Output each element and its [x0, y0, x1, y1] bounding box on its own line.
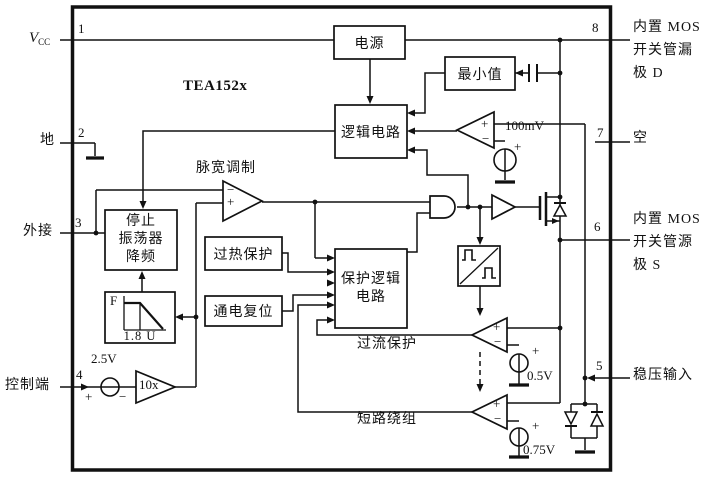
- freq-curve-graph: [123, 296, 166, 331]
- pulse-icon: [482, 267, 496, 279]
- pin2-label: 地: [40, 133, 55, 148]
- protection-logic-box: [334, 248, 408, 329]
- power-on-reset-label: 通电复位: [213, 305, 274, 320]
- arrowheads: [81, 69, 595, 392]
- pin7-label: 空: [633, 131, 648, 146]
- source-0v5-plus-sign: +: [532, 343, 540, 358]
- pin3-label: 外接: [23, 224, 53, 239]
- blanking-glyphs: [459, 247, 499, 285]
- pwm-comparator: [222, 179, 264, 223]
- pwm-plus-sign: +: [227, 194, 235, 209]
- pin8-label-line3: 极 D: [633, 66, 664, 81]
- pin6-number: 6: [594, 219, 601, 234]
- mosfet-arrow: [552, 218, 559, 224]
- short-plus-sign: +: [493, 396, 501, 411]
- thermal-protection-box: [204, 236, 283, 271]
- amp-10x: [135, 369, 178, 405]
- pin6-label-line1: 内置 MOS: [633, 212, 701, 227]
- ic-border: [70, 5, 613, 472]
- ocp-label: 过流保护: [357, 337, 417, 352]
- pin2-number: 2: [78, 125, 85, 140]
- demag-minus-sign: −: [482, 131, 490, 146]
- body-diode-icon: [552, 203, 568, 217]
- diode-up-icon: [589, 412, 605, 427]
- and-gate: [429, 195, 456, 219]
- pin1-label: VCC: [29, 30, 51, 47]
- ref-0v5-value: 0.5V: [527, 368, 553, 383]
- demag-plus-sign: +: [481, 116, 489, 131]
- gain-value: 10x: [139, 377, 159, 392]
- source-0v75-plus-sign: +: [532, 418, 540, 433]
- pwm-label: 脉宽调制: [196, 161, 256, 176]
- power-on-reset-box: [204, 295, 283, 327]
- pin8-number: 8: [592, 20, 599, 35]
- diode-down-icon: [563, 411, 579, 426]
- ocp-minus-sign: −: [494, 334, 502, 349]
- pin5-number: 5: [596, 358, 603, 373]
- ocp-plus-sign: +: [493, 319, 501, 334]
- pin8-label-line2: 开关管漏: [633, 43, 693, 58]
- short-minus-sign: −: [494, 411, 502, 426]
- pin5-label: 稳压输入: [633, 368, 693, 383]
- chip-name: TEA152x: [183, 78, 248, 94]
- ref-2v5-value: 2.5V: [91, 351, 117, 366]
- ocp-comparator: [470, 316, 508, 354]
- pulse-icon: [462, 249, 476, 261]
- protection-logic-label: 保护逻辑 电路: [341, 271, 401, 305]
- minimum-box: [444, 56, 516, 91]
- stop-oscillator-box: [104, 209, 178, 271]
- freq-axis-label: F: [110, 293, 118, 308]
- pin8-label-line1: 内置 MOS: [633, 20, 701, 35]
- minimum-box-label: 最小值: [457, 67, 503, 83]
- source-100mv-plus-sign: +: [514, 139, 522, 154]
- source-2v5-minus-sign: −: [119, 389, 127, 404]
- pin4-label: 控制端: [5, 378, 50, 393]
- ground-symbols: [86, 156, 595, 459]
- pin6-label-line3: 极 S: [633, 258, 662, 273]
- pwm-minus-sign: −: [227, 182, 235, 197]
- vcc-label: V: [29, 30, 39, 46]
- pin6-label-line2: 开关管源: [633, 235, 693, 250]
- capacitor-icon: [528, 64, 538, 82]
- voltage-axis-label: 1.8 U: [123, 328, 157, 343]
- gate-driver-buffer: [491, 193, 517, 221]
- thermal-protection-label: 过热保护: [213, 247, 274, 263]
- junction-dots: [93, 37, 588, 407]
- short-winding-label: 短路绕组: [357, 412, 417, 427]
- power-box: [333, 25, 406, 60]
- short-comparator: [470, 393, 508, 431]
- ref-0v75-value: 0.75V: [523, 442, 556, 457]
- stop-oscillator-box-label: 停止 振荡器 降频: [118, 214, 164, 265]
- demag-comparator: [455, 110, 495, 150]
- pin4-number: 4: [76, 367, 83, 382]
- pin3-number: 3: [75, 215, 82, 230]
- pin1-number: 1: [78, 21, 85, 36]
- clamp-diodes: [563, 411, 605, 427]
- mosfet: [538, 192, 568, 226]
- power-box-label: 电源: [354, 36, 385, 52]
- function-boxes: [104, 25, 516, 344]
- ref-100mv-value: 100mV: [505, 118, 544, 133]
- pin7-number: 7: [597, 125, 604, 140]
- logic-box-label: 逻辑电路: [341, 125, 401, 141]
- gates: [135, 110, 517, 431]
- source-2v5-plus-sign: +: [85, 389, 93, 404]
- logic-box: [334, 104, 408, 159]
